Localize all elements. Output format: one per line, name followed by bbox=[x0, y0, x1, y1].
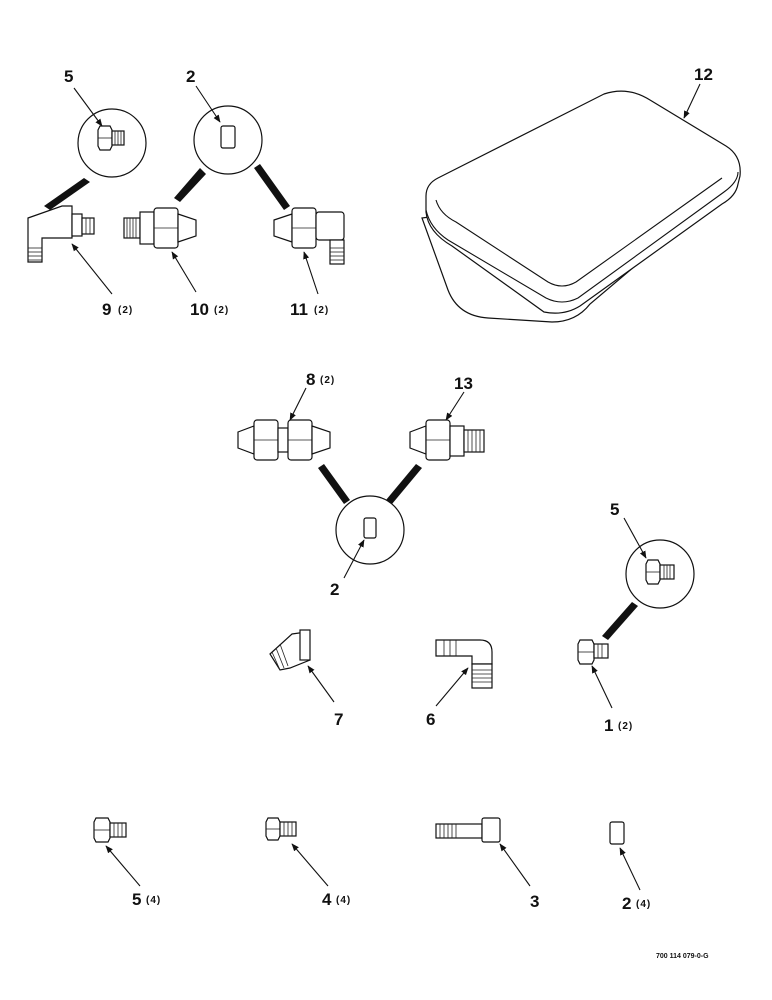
leader-5-bottom bbox=[105, 845, 141, 887]
elbow-fitting-9 bbox=[27, 205, 95, 263]
zoom-pointer-13 bbox=[386, 464, 422, 504]
callout-2-bottom: 2 bbox=[622, 894, 631, 913]
callout-5-top: 5 bbox=[64, 67, 73, 86]
zoom-pointer-left bbox=[44, 178, 90, 210]
zoom-pointer-1 bbox=[602, 602, 638, 640]
callout-5-right: 5 bbox=[610, 500, 619, 519]
storage-box bbox=[421, 90, 741, 323]
leader-7 bbox=[307, 665, 335, 703]
callout-2-top: 2 bbox=[186, 67, 195, 86]
qty-5-bottom: (4) bbox=[146, 895, 161, 906]
callout-9: 9 bbox=[102, 300, 111, 319]
sleeve-fitting-2 bbox=[609, 821, 625, 845]
zoom-pointer-11 bbox=[254, 164, 290, 210]
elbow-union-11 bbox=[273, 207, 345, 265]
plug-fitting-4 bbox=[265, 817, 297, 841]
callout-1: 1 bbox=[604, 716, 613, 735]
callout-10: 10 bbox=[190, 300, 209, 319]
union-fitting-10 bbox=[123, 207, 197, 249]
qty-9: (2) bbox=[118, 305, 133, 316]
callout-5-bottom: 5 bbox=[132, 890, 141, 909]
callout-2-middle: 2 bbox=[330, 580, 339, 599]
cap-fitting-5 bbox=[93, 817, 127, 843]
leader-6 bbox=[435, 667, 469, 707]
elbow-90-fitting-6 bbox=[435, 639, 493, 689]
qty-4: (4) bbox=[336, 895, 351, 906]
leader-11 bbox=[303, 251, 319, 295]
leader-13 bbox=[445, 391, 465, 421]
leader-3 bbox=[499, 843, 531, 887]
callout-4: 4 bbox=[322, 890, 332, 909]
qty-10: (2) bbox=[214, 305, 229, 316]
callout-6: 6 bbox=[426, 710, 435, 729]
half-union-13 bbox=[409, 419, 485, 461]
qty-8: (2) bbox=[320, 375, 335, 386]
callout-8: 8 bbox=[306, 370, 315, 389]
leader-1 bbox=[591, 665, 613, 709]
leader-2-top bbox=[195, 85, 221, 123]
leader-5-right bbox=[623, 517, 647, 559]
leader-5-top bbox=[73, 87, 103, 127]
elbow-45-fitting-7 bbox=[269, 629, 311, 671]
leader-10 bbox=[171, 251, 197, 293]
leader-8 bbox=[289, 387, 307, 421]
leader-2-bottom bbox=[619, 847, 641, 891]
qty-1: (2) bbox=[618, 721, 633, 732]
cap-5-detail-right bbox=[645, 559, 675, 585]
callout-3: 3 bbox=[530, 892, 539, 911]
leader-4 bbox=[291, 843, 329, 887]
sleeve-2-detail-middle bbox=[363, 517, 377, 539]
callout-12: 12 bbox=[694, 65, 713, 84]
sleeve-2-detail bbox=[220, 125, 236, 149]
leader-2-middle bbox=[343, 539, 365, 579]
callout-13: 13 bbox=[454, 374, 473, 393]
nipple-fitting-3 bbox=[435, 817, 501, 843]
connector-fitting-1 bbox=[577, 639, 609, 665]
callout-7: 7 bbox=[334, 710, 343, 729]
leader-12 bbox=[683, 83, 701, 119]
qty-2-bottom: (4) bbox=[636, 899, 651, 910]
cap-5-detail bbox=[97, 125, 125, 151]
zoom-pointer-8 bbox=[318, 464, 350, 504]
qty-11: (2) bbox=[314, 305, 329, 316]
leader-9 bbox=[71, 243, 113, 295]
double-union-8 bbox=[237, 419, 331, 461]
zoom-pointer-10 bbox=[174, 168, 206, 202]
callout-11: 11 bbox=[290, 300, 308, 319]
figure-code: 700 114 079-0-G bbox=[656, 953, 709, 960]
